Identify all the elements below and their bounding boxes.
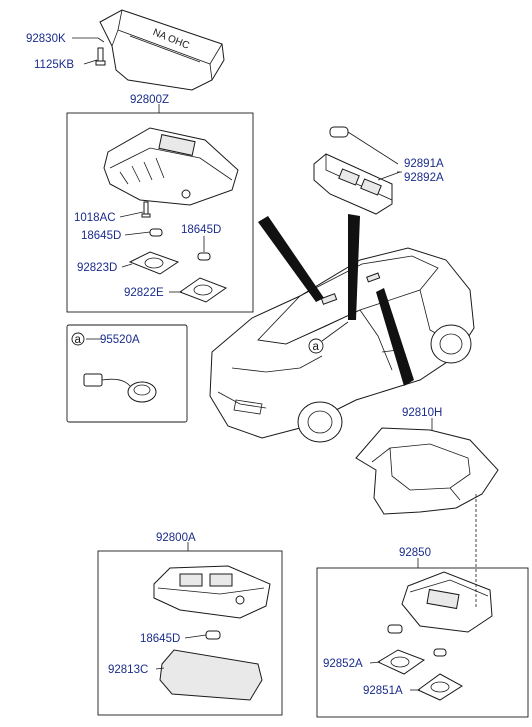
pointer-wedge-3 [376,288,414,386]
callout-a-car-leader [321,321,349,342]
label-18645D-lower: 18645D [140,633,180,645]
pointer-wedge-1 [258,216,324,302]
label-92823D: 92823D [77,262,117,274]
map-lamp-92891A [313,153,393,215]
label-92850: 92850 [399,547,431,559]
bulb-18645D-lower [205,630,221,640]
label-92891A: 92891A [404,158,444,170]
lens-92852A [376,649,426,675]
pointer-wedge-2 [348,214,360,320]
label-92830K: 92830K [26,33,66,45]
bulb-18645D-left [149,228,163,237]
label-92851A: 92851A [363,685,403,697]
label-95520A: 95520A [100,334,140,346]
label-1125KB: 1125KB [34,59,74,71]
label-92810H: 92810H [402,407,442,419]
sensor-95520A [83,373,157,403]
box-92800Z [66,112,254,313]
bulb-92850-right [433,648,447,657]
console-lamp-92800A [153,565,271,619]
callout-a-car-letter: a [313,341,320,353]
vehicle-illustration [209,247,475,443]
bracket-92810H [355,427,499,515]
label-92852A: 92852A [323,658,363,670]
bulb-18645D-right [197,252,211,261]
lens-92823D [128,251,180,275]
box-95520A [66,324,188,423]
screw-1125KB [95,47,106,66]
callout-a-box-letter: a [75,334,82,346]
label-92813C: 92813C [108,664,148,676]
lamp-92850 [401,571,493,633]
label-92800Z: 92800Z [130,94,169,106]
label-92892A: 92892A [404,172,444,184]
screw-1018AC [141,201,151,218]
label-1018AC: 1018AC [74,212,116,224]
bulb-92850-left [387,624,403,634]
label-18645D-right: 18645D [181,224,221,236]
bulb-map-lamp [329,126,349,138]
label-92800A: 92800A [156,532,196,544]
console-lamp-92800Z [103,127,239,206]
lens-92851A [417,673,463,701]
label-18645D-left: 18645D [81,230,121,242]
callout-circle-a-car [308,338,324,354]
leader-lines [72,37,477,691]
callout-circle-a-box [71,332,85,346]
lens-92813C [159,649,263,701]
lens-92822E [178,277,228,303]
box-92850 [316,567,529,718]
overhead-cover-part: NA OHC [99,9,225,91]
box-92800A [97,550,283,716]
label-92822E: 92822E [124,287,164,299]
